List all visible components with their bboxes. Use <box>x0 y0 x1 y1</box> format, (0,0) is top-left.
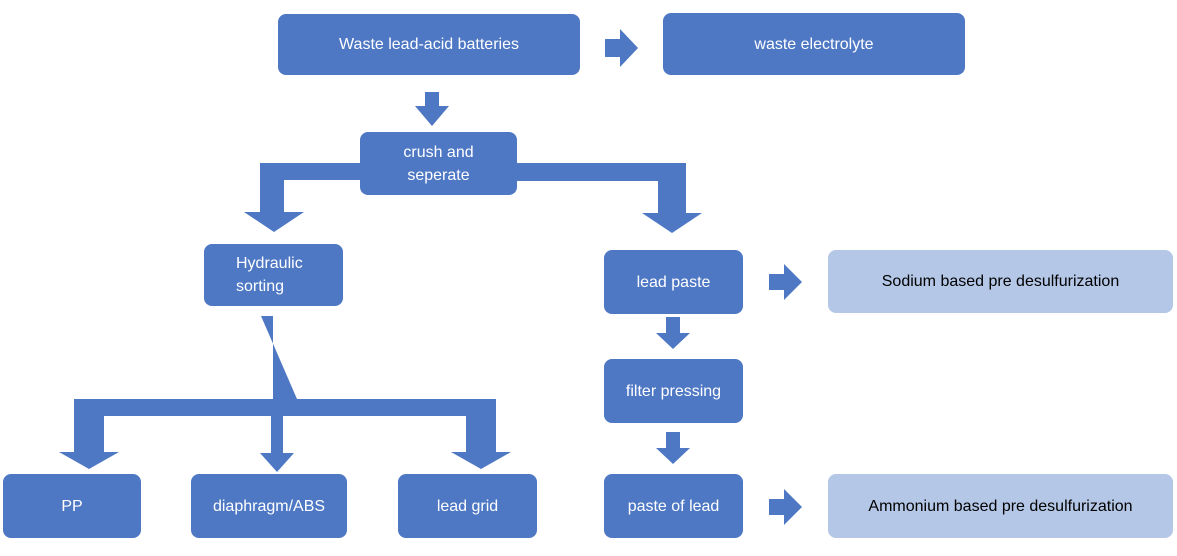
elbow-arrow-left-icon <box>244 163 362 232</box>
arrow-right-icon <box>769 489 802 525</box>
arrow-down-icon <box>656 432 690 464</box>
node-filter-pressing: filter pressing <box>604 359 743 423</box>
node-pp: PP <box>3 474 141 538</box>
elbow-arrow-right-icon <box>516 163 702 233</box>
arrow-down-icon <box>656 317 690 349</box>
node-crush-separate: crush and seperate <box>360 132 517 195</box>
branch-arrow-icon <box>59 316 511 472</box>
node-diaphragm-abs: diaphragm/ABS <box>191 474 347 538</box>
node-sodium-desulfurization: Sodium based pre desulfurization <box>828 250 1173 313</box>
node-paste-of-lead: paste of lead <box>604 474 743 538</box>
node-waste-electrolyte: waste electrolyte <box>663 13 965 75</box>
node-hydraulic-sorting: Hydraulic sorting <box>204 244 343 306</box>
node-lead-paste: lead paste <box>604 250 743 314</box>
node-waste-batteries: Waste lead-acid batteries <box>278 14 580 75</box>
arrow-down-icon <box>415 92 449 126</box>
arrow-right-icon <box>605 29 638 67</box>
node-lead-grid: lead grid <box>398 474 537 538</box>
node-ammonium-desulfurization: Ammonium based pre desulfurization <box>828 474 1173 538</box>
arrow-right-icon <box>769 264 802 300</box>
